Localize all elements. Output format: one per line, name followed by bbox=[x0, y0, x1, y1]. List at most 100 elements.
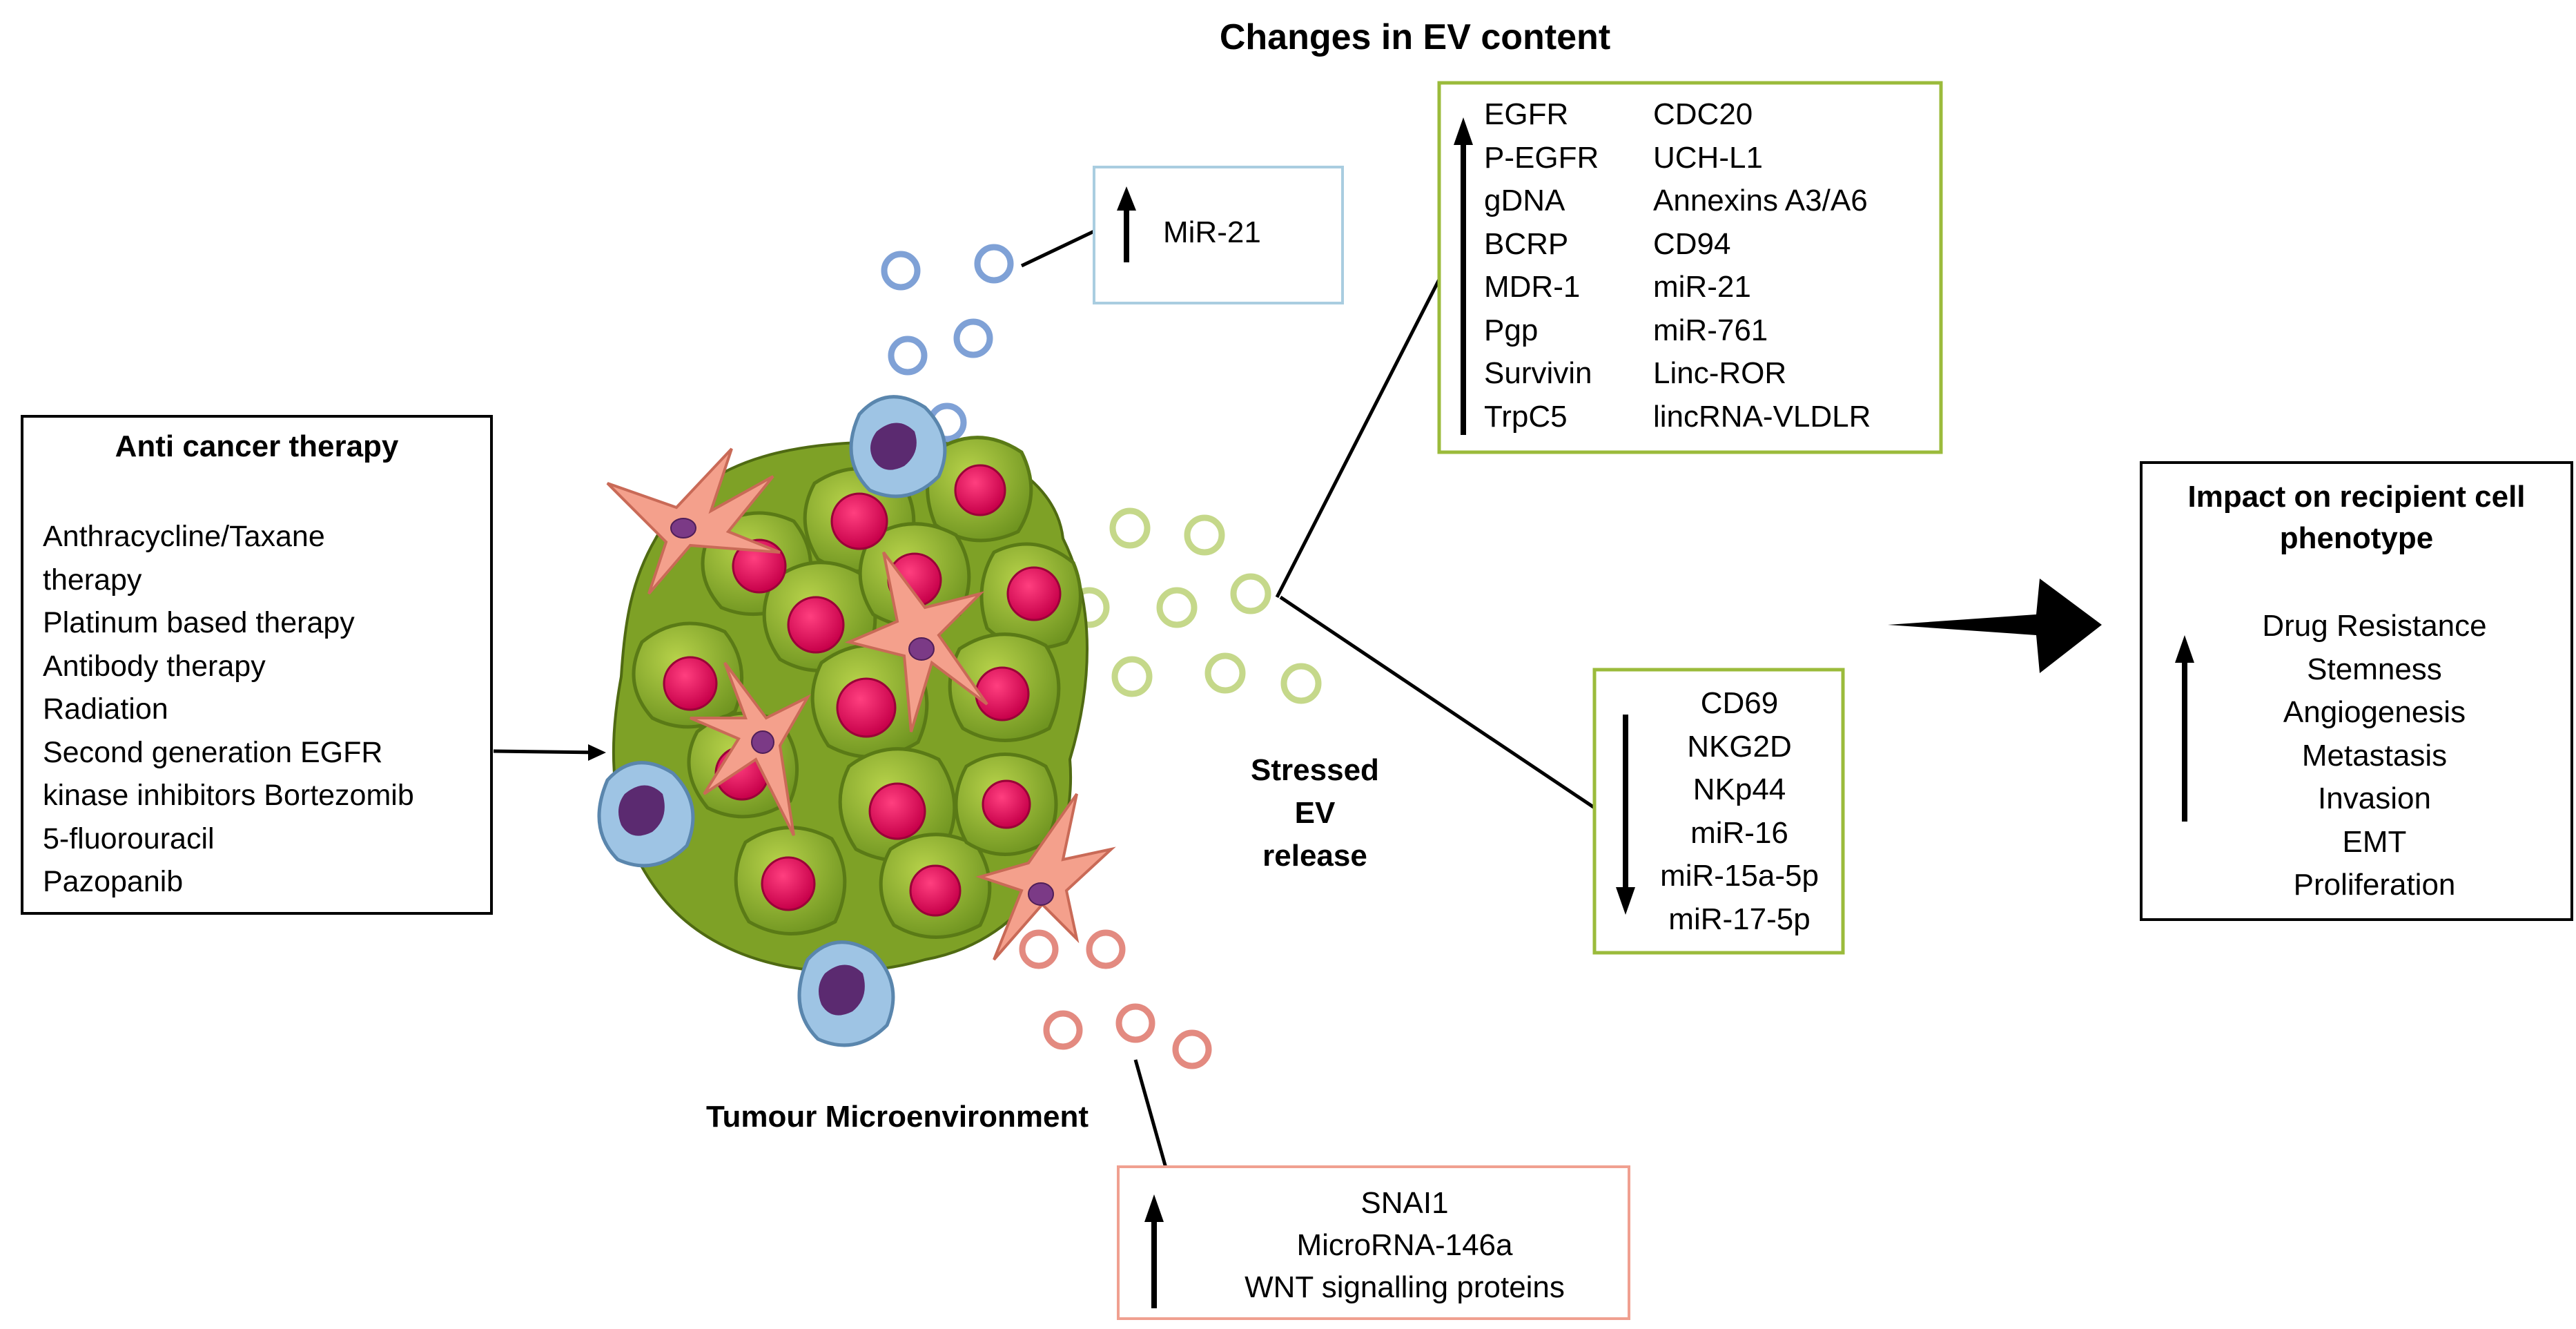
bottom-list: SNAI1 MicroRNA-146a WNT signalling prote… bbox=[1187, 1182, 1622, 1308]
bottom-box bbox=[1117, 1165, 1630, 1320]
ev-up-col1: EGFR P-EGFR gDNA BCRP MDR-1 Pgp Survivin… bbox=[1484, 93, 1599, 438]
impact-list: Drug Resistance Stemness Angiogenesis Me… bbox=[2202, 605, 2547, 907]
ev-down-list: CD69 NKG2D NKp44 miR-16 miR-15a-5p miR-1… bbox=[1643, 682, 1836, 941]
bottom-item: WNT signalling proteins bbox=[1245, 1270, 1565, 1304]
ev-up-arrow bbox=[1454, 117, 1473, 435]
tumour-illustration bbox=[597, 395, 1116, 1047]
therapy-list: Anthracycline/Taxane therapy Platinum ba… bbox=[43, 515, 414, 904]
ev-up-box bbox=[1437, 81, 1943, 454]
ev-down-item: miR-17-5p bbox=[1668, 902, 1811, 936]
mir21-item: MiR-21 bbox=[1163, 215, 1261, 249]
nucleus bbox=[909, 864, 962, 917]
nucleus bbox=[761, 856, 816, 911]
ev-up-item: Linc-ROR bbox=[1653, 356, 1787, 390]
ev-up-item: P-EGFR bbox=[1484, 140, 1599, 175]
ev-up-item: Annexins A3/A6 bbox=[1653, 184, 1868, 217]
mir21-up-arrow bbox=[1117, 186, 1136, 262]
bottom-connector-line bbox=[1133, 1059, 1169, 1171]
impact-arrow bbox=[1888, 579, 2102, 673]
impact-item: Stemness bbox=[2307, 652, 2442, 686]
bottom-up-arrow bbox=[1144, 1194, 1164, 1308]
impact-item: Drug Resistance bbox=[2262, 609, 2487, 643]
diagram-title: Changes in EV content bbox=[1219, 17, 1611, 57]
therapy-box bbox=[21, 415, 493, 915]
ev-up-item: gDNA bbox=[1484, 184, 1565, 217]
tme-label: Tumour Microenvironment bbox=[705, 1100, 1089, 1134]
nucleus bbox=[954, 464, 1006, 516]
red-vesicle bbox=[1115, 1003, 1155, 1043]
ev-up-item: UCH-L1 bbox=[1653, 140, 1763, 175]
therapy-item: Second generation EGFR bbox=[43, 735, 383, 769]
nucleus bbox=[868, 782, 926, 840]
bottom-item: SNAI1 bbox=[1360, 1186, 1449, 1220]
bottom-item: MicroRNA-146a bbox=[1296, 1228, 1513, 1262]
therapy-item: Anthracycline/Taxane bbox=[43, 520, 325, 553]
therapy-item: 5-fluorouracil bbox=[43, 822, 215, 855]
ev-up-item: BCRP bbox=[1484, 226, 1569, 261]
green-vesicles bbox=[1069, 507, 1322, 704]
stressed-ev-label: Stressed EV release bbox=[1251, 753, 1379, 873]
nucleus bbox=[1006, 566, 1062, 621]
blue-vesicle bbox=[888, 336, 928, 376]
green-vesicle bbox=[1230, 573, 1271, 614]
fibroblast-nucleus bbox=[1028, 882, 1054, 906]
ev-down-connector-line bbox=[1279, 595, 1596, 810]
red-vesicle bbox=[1172, 1029, 1212, 1069]
blue-vesicle bbox=[881, 251, 921, 291]
green-vesicle bbox=[1204, 652, 1246, 694]
nucleus bbox=[663, 656, 718, 711]
blue-vesicle bbox=[953, 318, 993, 358]
red-vesicles bbox=[1019, 929, 1212, 1069]
ev-down-item: CD69 bbox=[1700, 686, 1779, 720]
green-vesicle bbox=[1156, 587, 1198, 628]
therapy-item: Platinum based therapy bbox=[43, 606, 355, 639]
impact-heading: Impact on recipient cell phenotype bbox=[2187, 480, 2526, 555]
immune-cell bbox=[849, 395, 947, 498]
blue-vesicles bbox=[881, 244, 1014, 443]
fibroblast-nucleus bbox=[751, 730, 774, 754]
therapy-item: kinase inhibitors Bortezomib bbox=[43, 779, 414, 812]
ev-up-item: CDC20 bbox=[1653, 97, 1753, 131]
ev-up-item: miR-761 bbox=[1653, 313, 1768, 347]
mir21-box bbox=[1093, 166, 1344, 304]
ev-up-item: TrpC5 bbox=[1484, 399, 1568, 434]
ev-down-arrow bbox=[1616, 715, 1635, 915]
therapy-heading: Anti cancer therapy bbox=[115, 429, 399, 463]
impact-item: Proliferation bbox=[2293, 868, 2456, 902]
ev-up-col2: CDC20 UCH-L1 Annexins A3/A6 CD94 miR-21 … bbox=[1653, 93, 1871, 438]
green-vesicle bbox=[1109, 507, 1151, 549]
ev-down-box bbox=[1592, 668, 1845, 955]
red-vesicle bbox=[1019, 929, 1059, 969]
fibroblast bbox=[690, 661, 812, 836]
impact-item: Invasion bbox=[2318, 782, 2431, 815]
ev-down-item: miR-16 bbox=[1690, 815, 1788, 850]
blue-vesicle bbox=[974, 244, 1014, 284]
ev-down-item: NKp44 bbox=[1692, 773, 1786, 806]
ev-up-item: miR-21 bbox=[1653, 270, 1751, 304]
impact-item: Angiogenesis bbox=[2283, 695, 2466, 729]
impact-item: Metastasis bbox=[2301, 738, 2448, 773]
nucleus bbox=[787, 596, 845, 654]
fibroblast-nucleus bbox=[670, 518, 696, 539]
nucleus bbox=[836, 677, 897, 738]
impact-item: EMT bbox=[2342, 824, 2407, 859]
nucleus bbox=[975, 666, 1030, 721]
red-vesicle bbox=[1043, 1010, 1083, 1050]
impact-box bbox=[2140, 461, 2573, 921]
immune-cell bbox=[597, 761, 695, 868]
ev-up-item: EGFR bbox=[1484, 97, 1569, 131]
ev-up-connector-line bbox=[1275, 271, 1445, 599]
ev-up-item: lincRNA-VLDLR bbox=[1653, 399, 1871, 434]
therapy-item: Pazopanib bbox=[43, 865, 184, 898]
immune-cell bbox=[797, 940, 895, 1047]
green-vesicle bbox=[1280, 663, 1322, 704]
mir21-connector-line bbox=[1020, 229, 1095, 268]
therapy-arrow-line bbox=[493, 749, 601, 755]
green-vesicle bbox=[1184, 514, 1225, 556]
impact-up-arrow bbox=[2175, 635, 2194, 822]
ev-up-item: CD94 bbox=[1653, 226, 1731, 261]
ev-up-item: MDR-1 bbox=[1484, 270, 1581, 304]
red-vesicle bbox=[1086, 929, 1126, 969]
nucleus bbox=[830, 492, 888, 550]
green-vesicle bbox=[1111, 656, 1153, 697]
